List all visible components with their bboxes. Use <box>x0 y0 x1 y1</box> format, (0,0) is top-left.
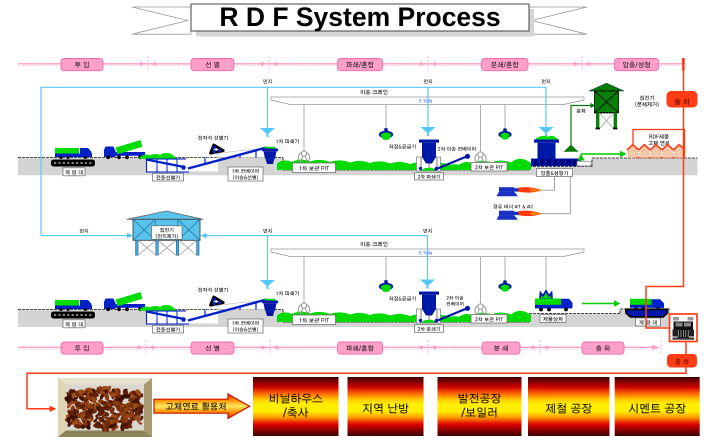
svg-text:R D F System Process: R D F System Process <box>219 2 500 32</box>
